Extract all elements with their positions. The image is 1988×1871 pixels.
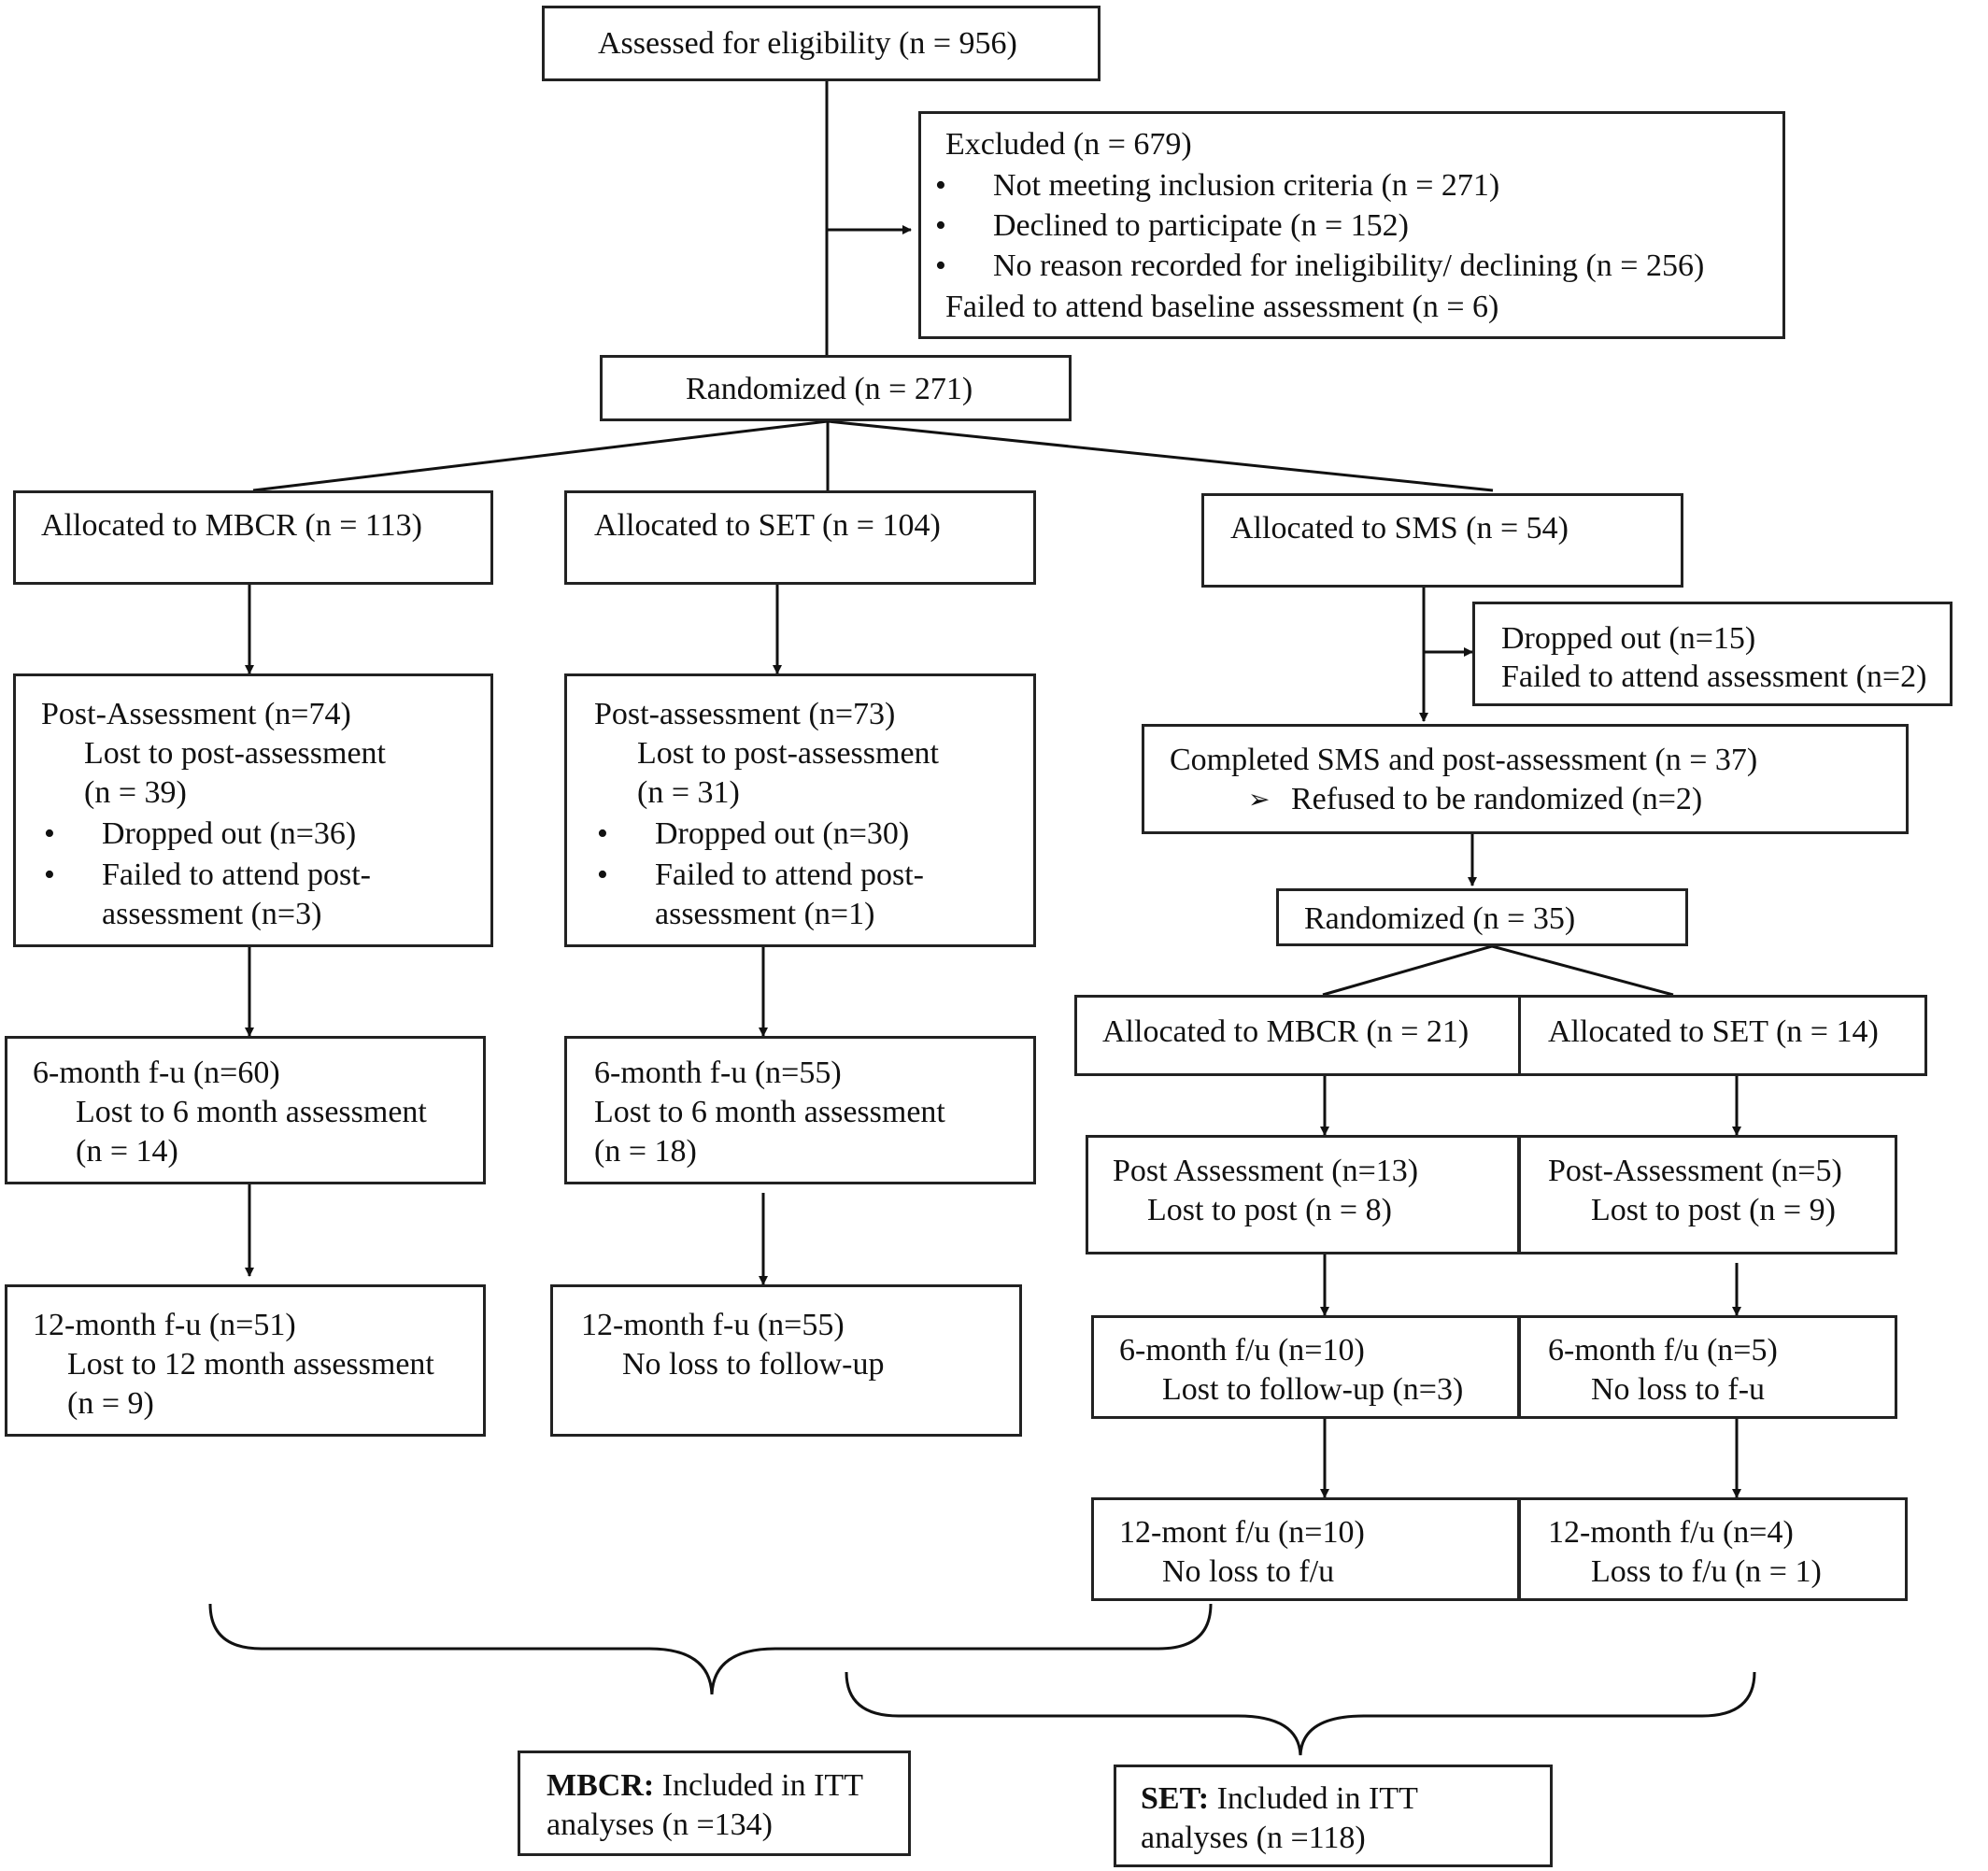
brace-set: [845, 1671, 1756, 1756]
set-fu12-lost: No loss to follow-up: [622, 1347, 885, 1382]
brace-mbcr: [208, 1603, 1213, 1695]
excluded-item: Not meeting inclusion criteria (n = 271): [935, 166, 1499, 206]
sub-mbcr-post-title: Post Assessment (n=13): [1113, 1154, 1419, 1188]
set-allocated-label: Allocated to SET (n = 104): [594, 508, 941, 543]
mbcr-fu12-title: 12-month f-u (n=51): [33, 1308, 296, 1342]
itt-mbcr-line1: MBCR: Included in ITT: [547, 1766, 863, 1806]
itt-mbcr-label: MBCR:: [547, 1768, 655, 1803]
sub-set-fu12-title: 12-month f/u (n=4): [1548, 1515, 1794, 1550]
mbcr-post-lost: Lost to post-assessment: [84, 736, 386, 771]
mbcr-fu12-lost: Lost to 12 month assessment: [67, 1347, 434, 1382]
mbcr-allocated-label: Allocated to MBCR (n = 113): [41, 508, 422, 543]
set-post-dropped: Dropped out (n=30): [597, 815, 909, 854]
set-allocated-box: Allocated to SET (n = 104): [564, 490, 1036, 585]
randomized-label: Randomized (n = 271): [686, 372, 973, 406]
assessed-label: Assessed for eligibility (n = 956): [598, 26, 1017, 61]
mbcr-post-failed-count: assessment (n=3): [102, 897, 322, 931]
sub-mbcr-fu6-box: 6-month f/u (n=10) Lost to follow-up (n=…: [1091, 1315, 1520, 1419]
set-post-failed-count: assessment (n=1): [655, 897, 875, 931]
connector-split-sms: [827, 419, 1494, 492]
mbcr-fu12-lost-count: (n = 9): [67, 1386, 154, 1421]
itt-set-box: SET: Included in ITT analyses (n =118): [1114, 1765, 1553, 1867]
sub-set-allocated-label: Allocated to SET (n = 14): [1548, 1014, 1879, 1049]
mbcr-fu6-lost: Lost to 6 month assessment: [76, 1095, 427, 1129]
sms-dropped-box: Dropped out (n=15) Failed to attend asse…: [1472, 602, 1952, 706]
sub-set-fu6-lost: No loss to f-u: [1591, 1372, 1766, 1407]
set-fu6-lost-count: (n = 18): [594, 1134, 697, 1169]
mbcr-post-title: Post-Assessment (n=74): [41, 697, 351, 731]
mbcr-post-box: Post-Assessment (n=74) Lost to post-asse…: [13, 673, 493, 947]
sms-randomized-box: Randomized (n = 35): [1276, 888, 1688, 946]
itt-set-line1: SET: Included in ITT: [1141, 1779, 1418, 1819]
mbcr-post-failed: Failed to attend post-: [44, 856, 371, 895]
sub-set-post-title: Post-Assessment (n=5): [1548, 1154, 1842, 1188]
set-post-failed: Failed to attend post-: [597, 856, 924, 895]
mbcr-fu6-title: 6-month f-u (n=60): [33, 1056, 280, 1090]
connector-sms-split-mbcr: [1322, 944, 1493, 997]
excluded-item: Declined to participate (n = 152): [935, 206, 1409, 246]
sub-mbcr-fu12-title: 12-mont f/u (n=10): [1119, 1515, 1365, 1550]
itt-mbcr-text: Included in ITT: [654, 1768, 863, 1803]
mbcr-post-lost-count: (n = 39): [84, 775, 187, 810]
mbcr-fu6-box: 6-month f-u (n=60) Lost to 6 month asses…: [5, 1036, 486, 1184]
sub-mbcr-allocated-box: Allocated to MBCR (n = 21): [1074, 995, 1521, 1076]
excluded-title: Excluded (n = 679): [945, 127, 1192, 162]
sub-set-fu12-lost: Loss to f/u (n = 1): [1591, 1554, 1822, 1589]
itt-mbcr-box: MBCR: Included in ITT analyses (n =134): [518, 1751, 911, 1856]
sms-dropped-label: Dropped out (n=15): [1501, 621, 1756, 656]
mbcr-fu12-box: 12-month f-u (n=51) Lost to 12 month ass…: [5, 1284, 486, 1437]
itt-set-text: Included in ITT: [1209, 1781, 1418, 1816]
sub-mbcr-post-lost: Lost to post (n = 8): [1147, 1193, 1392, 1227]
sub-mbcr-fu12-lost: No loss to f/u: [1162, 1554, 1335, 1589]
sms-completed-box: Completed SMS and post-assessment (n = 3…: [1142, 724, 1909, 834]
sms-allocated-label: Allocated to SMS (n = 54): [1230, 511, 1569, 546]
set-post-lost-count: (n = 31): [637, 775, 740, 810]
set-post-title: Post-assessment (n=73): [594, 697, 896, 731]
set-post-lost: Lost to post-assessment: [637, 736, 939, 771]
sub-mbcr-allocated-label: Allocated to MBCR (n = 21): [1102, 1014, 1470, 1049]
sub-set-post-box: Post-Assessment (n=5) Lost to post (n = …: [1518, 1135, 1897, 1254]
sms-randomized-label: Randomized (n = 35): [1304, 901, 1576, 936]
set-fu12-box: 12-month f-u (n=55) No loss to follow-up: [550, 1284, 1022, 1437]
mbcr-allocated-box: Allocated to MBCR (n = 113): [13, 490, 493, 585]
itt-mbcr-line2: analyses (n =134): [547, 1807, 774, 1842]
sub-set-fu12-box: 12-month f/u (n=4) Loss to f/u (n = 1): [1518, 1497, 1908, 1601]
excluded-footer: Failed to attend baseline assessment (n …: [945, 290, 1499, 324]
itt-set-label: SET:: [1141, 1781, 1210, 1816]
sms-allocated-box: Allocated to SMS (n = 54): [1201, 493, 1683, 588]
sub-mbcr-fu6-lost: Lost to follow-up (n=3): [1162, 1372, 1464, 1407]
excluded-item: No reason recorded for ineligibility/ de…: [935, 247, 1704, 286]
set-fu6-title: 6-month f-u (n=55): [594, 1056, 842, 1090]
set-fu6-box: 6-month f-u (n=55) Lost to 6 month asses…: [564, 1036, 1036, 1184]
sms-refused-label: Refused to be randomized (n=2): [1248, 780, 1702, 819]
randomized-box: Randomized (n = 271): [600, 355, 1072, 421]
sub-mbcr-fu12-box: 12-mont f/u (n=10) No loss to f/u: [1091, 1497, 1520, 1601]
assessed-box: Assessed for eligibility (n = 956): [542, 6, 1100, 81]
sms-failed-label: Failed to attend assessment (n=2): [1501, 659, 1927, 694]
sub-mbcr-post-box: Post Assessment (n=13) Lost to post (n =…: [1086, 1135, 1520, 1254]
set-fu12-title: 12-month f-u (n=55): [581, 1308, 845, 1342]
sub-set-fu6-box: 6-month f/u (n=5) No loss to f-u: [1518, 1315, 1897, 1419]
sub-set-fu6-title: 6-month f/u (n=5): [1548, 1333, 1778, 1368]
sub-mbcr-fu6-title: 6-month f/u (n=10): [1119, 1333, 1365, 1368]
sub-set-post-lost: Lost to post (n = 9): [1591, 1193, 1836, 1227]
mbcr-fu6-lost-count: (n = 14): [76, 1134, 178, 1169]
set-fu6-lost: Lost to 6 month assessment: [594, 1095, 945, 1129]
itt-set-line2: analyses (n =118): [1141, 1821, 1366, 1855]
set-post-box: Post-assessment (n=73) Lost to post-asse…: [564, 673, 1036, 947]
connector-split-mbcr: [252, 419, 829, 492]
sub-set-allocated-box: Allocated to SET (n = 14): [1518, 995, 1927, 1076]
excluded-box: Excluded (n = 679) Not meeting inclusion…: [918, 111, 1785, 339]
mbcr-post-dropped: Dropped out (n=36): [44, 815, 356, 854]
connector-sms-split-set: [1491, 944, 1674, 997]
sms-completed-label: Completed SMS and post-assessment (n = 3…: [1170, 743, 1758, 777]
